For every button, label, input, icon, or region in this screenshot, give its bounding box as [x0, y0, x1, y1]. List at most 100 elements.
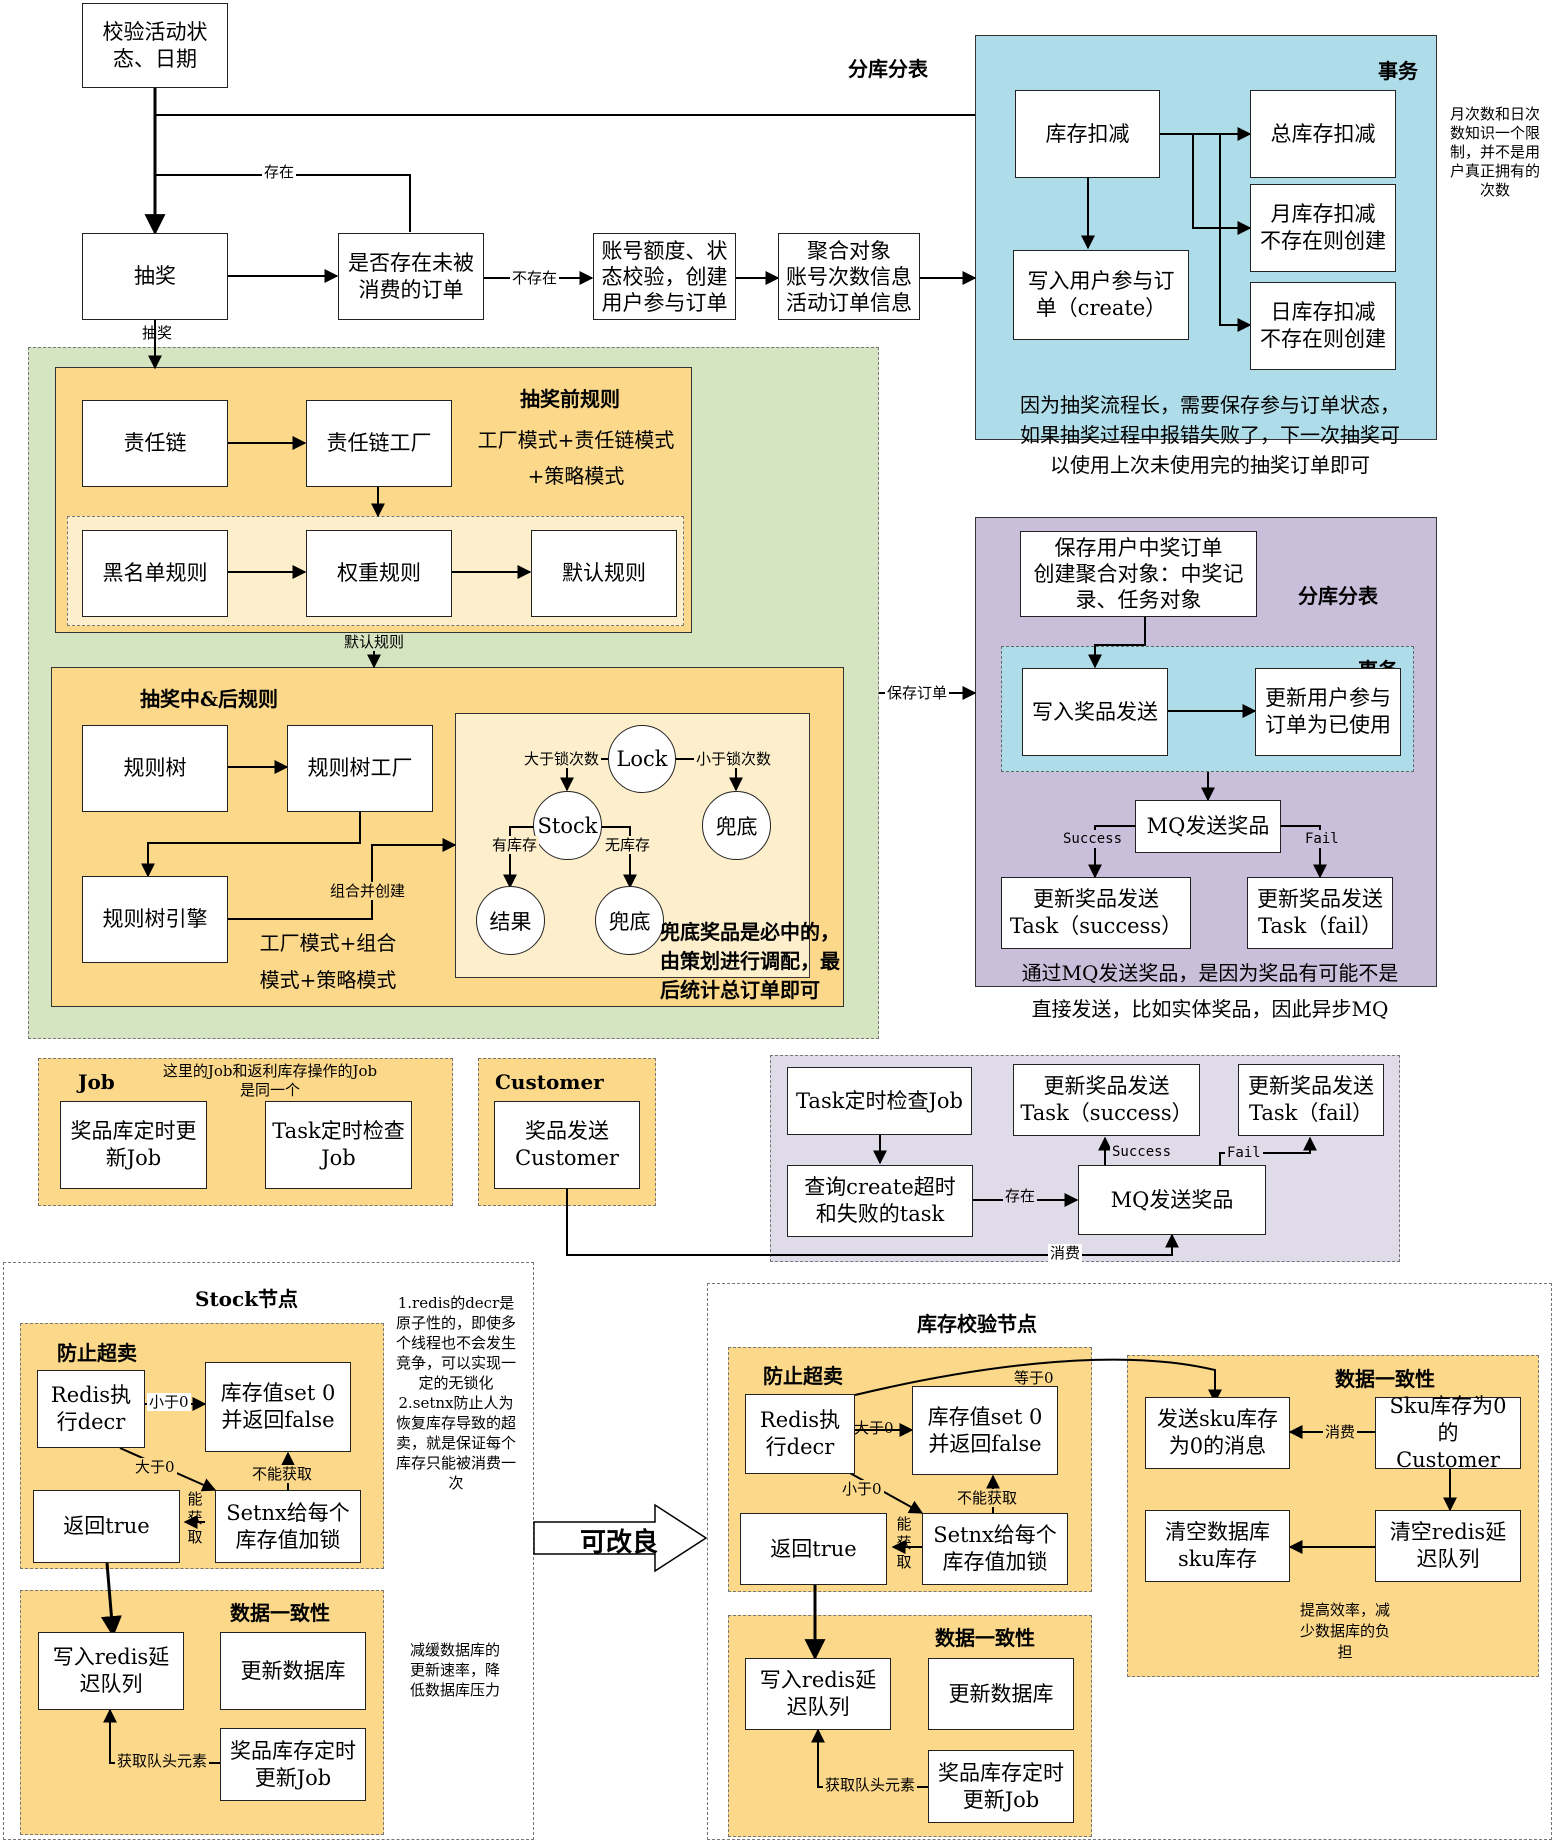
total-stock-box: 总库存扣减 [1250, 90, 1396, 178]
exists-label: 存在 [262, 163, 297, 181]
c-lt0-label: 小于0 [840, 1480, 884, 1498]
write-award-box: 写入奖品发送 [1022, 668, 1168, 756]
stock-job-box: 奖品库定时更 新Job [60, 1101, 207, 1189]
check-oversell-title: 防止超卖 [763, 1364, 843, 1388]
rule-tree-box: 规则树 [82, 725, 228, 812]
c-sku-customer-box: Sku库存为0的 Customer [1375, 1394, 1521, 1472]
task-success-box: 更新奖品发送 Task（success） [1013, 1064, 1200, 1136]
s-can-get-label: 能 获 取 [187, 1490, 203, 1546]
chain-factory-box: 责任链工厂 [306, 400, 452, 487]
c-redis-decr-box: Redis执 行decr [745, 1394, 855, 1474]
c-can-get-label: 能 获 取 [896, 1515, 912, 1571]
lottery-label: 抽奖 [142, 324, 173, 342]
award-task-success-box: 更新奖品发送 Task（success） [1001, 877, 1191, 949]
task-fail-label: Fail [1225, 1144, 1263, 1162]
fallback-node-2: 兜底 [595, 886, 664, 955]
c-set-zero-box: 库存值set 0 并返回false [912, 1386, 1058, 1475]
lt-lock-label: 小于锁次数 [694, 750, 774, 768]
award-note: 通过MQ发送奖品，是因为奖品有可能不是 直接发送，比如实体奖品，因此异步MQ [1021, 961, 1399, 1021]
stock-node: Stock [533, 791, 602, 860]
award-mq-box: MQ发送奖品 [1135, 800, 1281, 853]
wire-factory-to-engine [141, 812, 361, 878]
award-success-label: Success [1061, 830, 1125, 848]
c-efficiency-note: 提高效率，减 少数据库的负 担 [1299, 1601, 1390, 1661]
s-stock-job-box: 奖品库存定时 更新Job [220, 1728, 366, 1801]
s-note1: 1.redis的decr是 原子性的，即使多 个线程也不会发生 竞争，可以实现一… [395, 1294, 516, 1492]
wire-mq-fail [1265, 825, 1327, 879]
stock-deduct-box: 库存扣减 [1015, 90, 1160, 178]
account-check-box: 账号额度、状 态校验，创建 用户参与订单 [593, 233, 736, 320]
has-stock-label: 有库存 [490, 836, 540, 854]
sharding-title: 分库分表 [848, 57, 928, 81]
wire-mq-to-fail [1219, 1136, 1317, 1165]
award-customer-box: 奖品发送 Customer [494, 1101, 640, 1189]
tx1-title: 事务 [1378, 59, 1418, 83]
customer-title: Customer [495, 1070, 604, 1094]
save-order-label: 保存订单 [885, 684, 950, 702]
fallback-note: 兜底奖品是必中的， 由策划进行调配，最 后统计总订单即可 [660, 920, 840, 1002]
c-cannot-get-label: 不能获取 [955, 1489, 1020, 1507]
c-return-true-box: 返回true [740, 1513, 887, 1585]
lottery-box: 抽奖 [82, 233, 228, 320]
pre-pattern-note: 工厂模式+责任链模式 +策略模式 [477, 428, 675, 488]
wire-s-true-to-redis [100, 1562, 122, 1638]
c-update-db-box: 更新数据库 [928, 1658, 1074, 1730]
s-return-true-box: 返回true [33, 1490, 180, 1563]
c-send-sku-box: 发送sku库存 为0的消息 [1145, 1397, 1290, 1469]
award-task-fail-box: 更新奖品发送 Task（fail） [1247, 877, 1393, 949]
s-get-head-label: 获取队头元素 [115, 1752, 210, 1770]
award-fail-label: Fail [1303, 830, 1341, 848]
result-node: 结果 [476, 886, 545, 955]
month-stock-box: 月库存扣减 不存在则创建 [1250, 184, 1396, 272]
fallback-node-1: 兜底 [702, 791, 771, 860]
day-stock-box: 日库存扣减 不存在则创建 [1250, 282, 1396, 370]
wire-stock-to-fallback [600, 826, 637, 889]
rule-tree-engine-box: 规则树引擎 [82, 876, 228, 963]
wire-stock-to-result [503, 826, 535, 889]
c-clear-db-box: 清空数据库 sku库存 [1145, 1510, 1290, 1582]
aggregate-box: 聚合对象 账号次数信息 活动订单信息 [778, 233, 920, 320]
rule-tree-factory-box: 规则树工厂 [287, 725, 433, 812]
stock-node-title: Stock节点 [195, 1287, 299, 1311]
tx1-note: 因为抽奖流程长，需要保存参与订单状态， 如果抽奖过程中报错失败了，下一次抽奖可 … [1020, 393, 1400, 477]
c-eq0-label: 等于0 [1014, 1369, 1054, 1387]
c-stock-job-box: 奖品库存定时 更新Job [928, 1750, 1074, 1823]
task-fail-box: 更新奖品发送 Task（fail） [1238, 1064, 1384, 1136]
award-sharding-title: 分库分表 [1298, 584, 1378, 608]
query-task-box: 查询create超时 和失败的task [787, 1165, 973, 1237]
c-clear-redis-box: 清空redis延 迟队列 [1375, 1510, 1521, 1582]
c-setnx-box: Setnx给每个 库存值加锁 [922, 1513, 1068, 1585]
check-consistency-title: 数据一致性 [935, 1626, 1035, 1650]
improve-arrow [533, 1503, 708, 1573]
job-note: 这里的Job和返利库存操作的Job 是同一个 [162, 1062, 378, 1099]
task-job-box: Task定时检查 Job [265, 1101, 412, 1189]
weight-box: 权重规则 [306, 530, 452, 617]
improve-label: 可改良 [580, 1528, 659, 1558]
no-stock-label: 无库存 [603, 836, 653, 854]
s-setnx-box: Setnx给每个 库存值加锁 [215, 1490, 361, 1563]
task-exists-label: 存在 [1003, 1187, 1038, 1205]
write-order-box: 写入用户参与订 单（create） [1013, 250, 1189, 340]
combine-label: 组合并创建 [328, 882, 408, 900]
wire-exists-loop [155, 174, 411, 232]
wire-save-down [1088, 617, 1146, 669]
c-gt0-label: 大于0 [854, 1419, 894, 1437]
stock-consistency-title: 数据一致性 [230, 1601, 330, 1625]
s-redis-decr-box: Redis执 行decr [37, 1370, 145, 1448]
mid-pattern-note: 工厂模式+组合 模式+策略模式 [259, 931, 397, 992]
stock-check-title: 库存校验节点 [917, 1312, 1037, 1336]
update-order-box: 更新用户参与 订单为已使用 [1255, 668, 1401, 756]
task-mq-box: MQ发送奖品 [1078, 1165, 1266, 1235]
consume-label: 消费 [1048, 1244, 1083, 1262]
lock-node: Lock [608, 725, 676, 793]
c-consume-label: 消费 [1323, 1423, 1358, 1441]
gt-lock-label: 大于锁次数 [522, 750, 602, 768]
job-title: Job [78, 1070, 115, 1094]
s-write-redis-box: 写入redis延 迟队列 [38, 1632, 184, 1710]
c-write-redis-box: 写入redis延 迟队列 [745, 1658, 891, 1730]
stock-oversell-title: 防止超卖 [57, 1341, 137, 1365]
wire-customer-to-mq [566, 1188, 1179, 1256]
check-status-box: 校验活动状 态、日期 [82, 3, 228, 88]
mid-rules-title: 抽奖中&后规则 [140, 687, 279, 711]
